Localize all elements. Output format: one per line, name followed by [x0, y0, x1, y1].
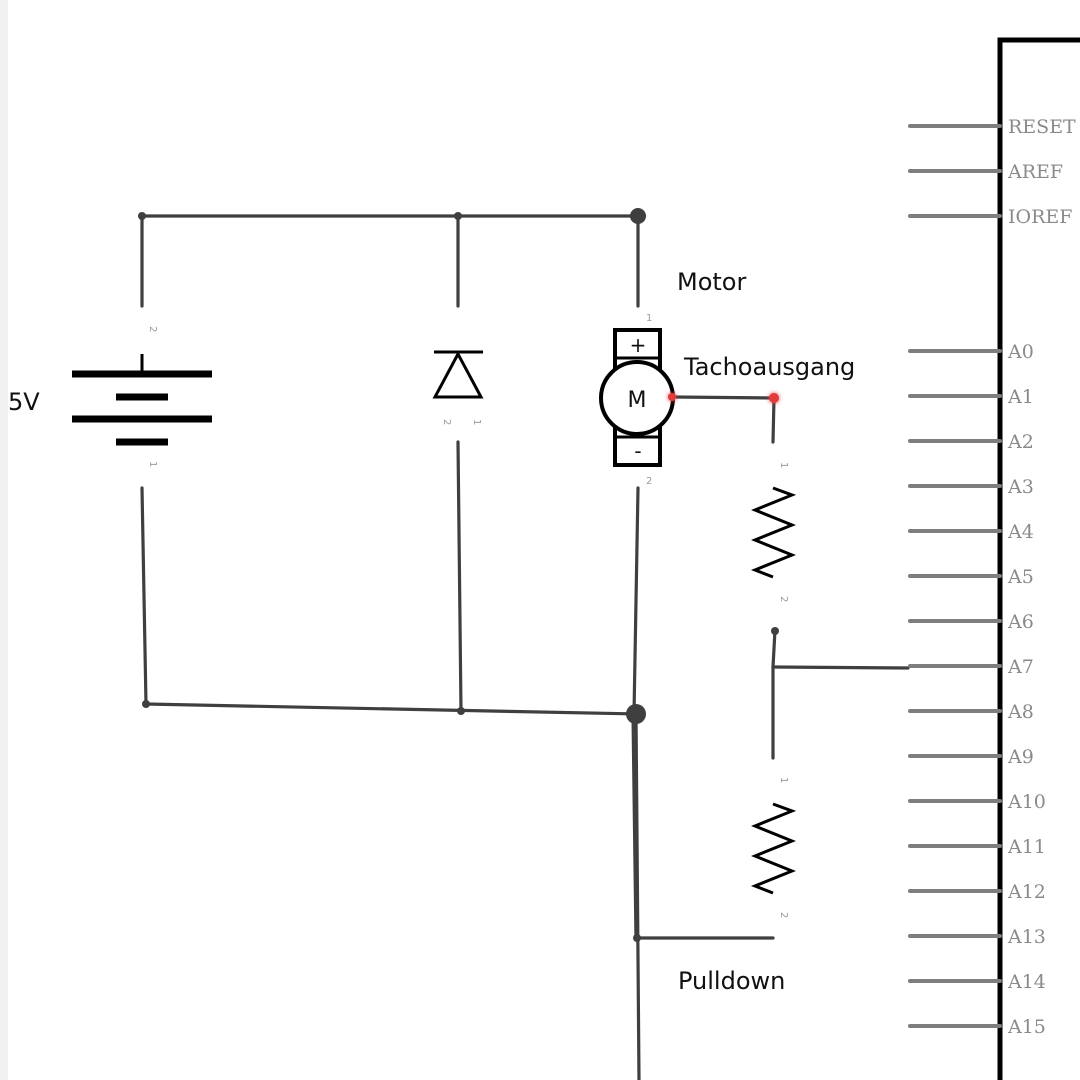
arduino-pin-label-a10: A10	[1007, 791, 1046, 813]
tacho-label: Tachoausgang	[683, 353, 855, 381]
arduino-pin-label-a1: A1	[1007, 386, 1034, 408]
diode[interactable]: 2 1	[432, 306, 484, 442]
wire-node-to-a7[interactable]	[771, 665, 910, 670]
diode-pin-num-bottom: 1	[471, 419, 482, 425]
junction-r1-bottom	[771, 627, 779, 635]
battery-label: 5V	[8, 388, 40, 416]
arduino-pin-label-a6: A6	[1007, 611, 1034, 633]
wire-diode-bottom[interactable]	[456, 440, 463, 713]
junction-bottom-left	[142, 700, 150, 708]
r1-zigzag	[750, 486, 797, 579]
arduino-pin-label-a2: A2	[1007, 431, 1034, 453]
junction-top-motor	[630, 208, 646, 224]
tacho-junction	[769, 393, 779, 403]
r1-pin-num-top: 1	[778, 462, 789, 468]
motor-plus: +	[630, 333, 647, 357]
resistor-r2[interactable]: 1 2	[750, 758, 797, 938]
wires	[140, 214, 910, 1080]
pulldown-label: Pulldown	[678, 967, 785, 995]
arduino-pin-label-a7: A7	[1007, 656, 1034, 678]
arduino-pin-label-a4: A4	[1007, 521, 1034, 543]
arduino-pin-label-a8: A8	[1007, 701, 1034, 723]
battery[interactable]: 2 1	[72, 306, 212, 488]
wire-ground-down[interactable]	[634, 712, 641, 1080]
arduino-pin-label-aref: AREF	[1007, 161, 1063, 183]
r2-pin-num-bottom: 2	[778, 912, 789, 918]
resistor-r1[interactable]: 1 2	[750, 442, 797, 625]
diode-pin-num-top: 2	[441, 419, 452, 425]
motor-minus: -	[634, 439, 641, 463]
diode-triangle	[432, 350, 484, 399]
arduino-pin-label-a13: A13	[1007, 926, 1046, 948]
r2-zigzag	[750, 802, 797, 895]
motor-label: Motor	[677, 268, 746, 296]
wire-ground-down-2[interactable]	[631, 712, 638, 942]
arduino-pin-header: RESET AREF IOREF A0A1A2A3A4A5A6A7A8A9A10A11…	[908, 116, 1076, 1038]
battery-pin-num-top: 2	[147, 326, 158, 332]
arduino-pin-label-a14: A14	[1007, 971, 1046, 993]
r1-pin-num-bottom: 2	[778, 596, 789, 602]
junction-bottom-motor	[626, 704, 646, 724]
arduino-pin-label-a15: A15	[1007, 1016, 1046, 1038]
arduino-pin-label-a3: A3	[1007, 476, 1034, 498]
arduino-pin-label-a11: A11	[1007, 836, 1046, 858]
battery-pin-num-bottom: 1	[147, 461, 158, 467]
wire-r1-to-node[interactable]	[771, 628, 777, 669]
arduino-pin-label-a0: A0	[1007, 341, 1034, 363]
motor[interactable]: M + - 1 2	[599, 306, 676, 490]
wire-tacho-out[interactable]	[672, 395, 776, 400]
arduino-pin-label-reset: RESET	[1008, 116, 1076, 138]
junction-ground-pulldown	[633, 934, 641, 942]
arduino-pin-label-a5: A5	[1007, 566, 1034, 588]
junction-top-diode	[454, 212, 462, 220]
arduino-board	[997, 37, 1080, 1080]
motor-pin-num-top: 1	[646, 313, 652, 324]
wire-motor-bottom[interactable]	[632, 486, 640, 716]
page-edge	[0, 0, 8, 1080]
junction-top-left	[138, 212, 146, 220]
wire-tacho-to-r1[interactable]	[771, 396, 776, 444]
arduino-pin-label-a12: A12	[1007, 881, 1046, 903]
arduino-pin-label-a9: A9	[1007, 746, 1034, 768]
junctions	[138, 208, 779, 942]
wire-battery-bottom[interactable]	[140, 486, 148, 706]
wire-bottom-rail[interactable]	[144, 702, 640, 716]
motor-tacho-pin[interactable]	[668, 393, 676, 401]
junction-bottom-diode	[457, 707, 465, 715]
motor-symbol: M	[628, 388, 647, 413]
motor-pin-num-bottom: 2	[646, 476, 652, 487]
r2-pin-num-top: 1	[778, 777, 789, 783]
arduino-outline	[997, 37, 1080, 1080]
arduino-pin-label-ioref: IOREF	[1008, 206, 1072, 228]
